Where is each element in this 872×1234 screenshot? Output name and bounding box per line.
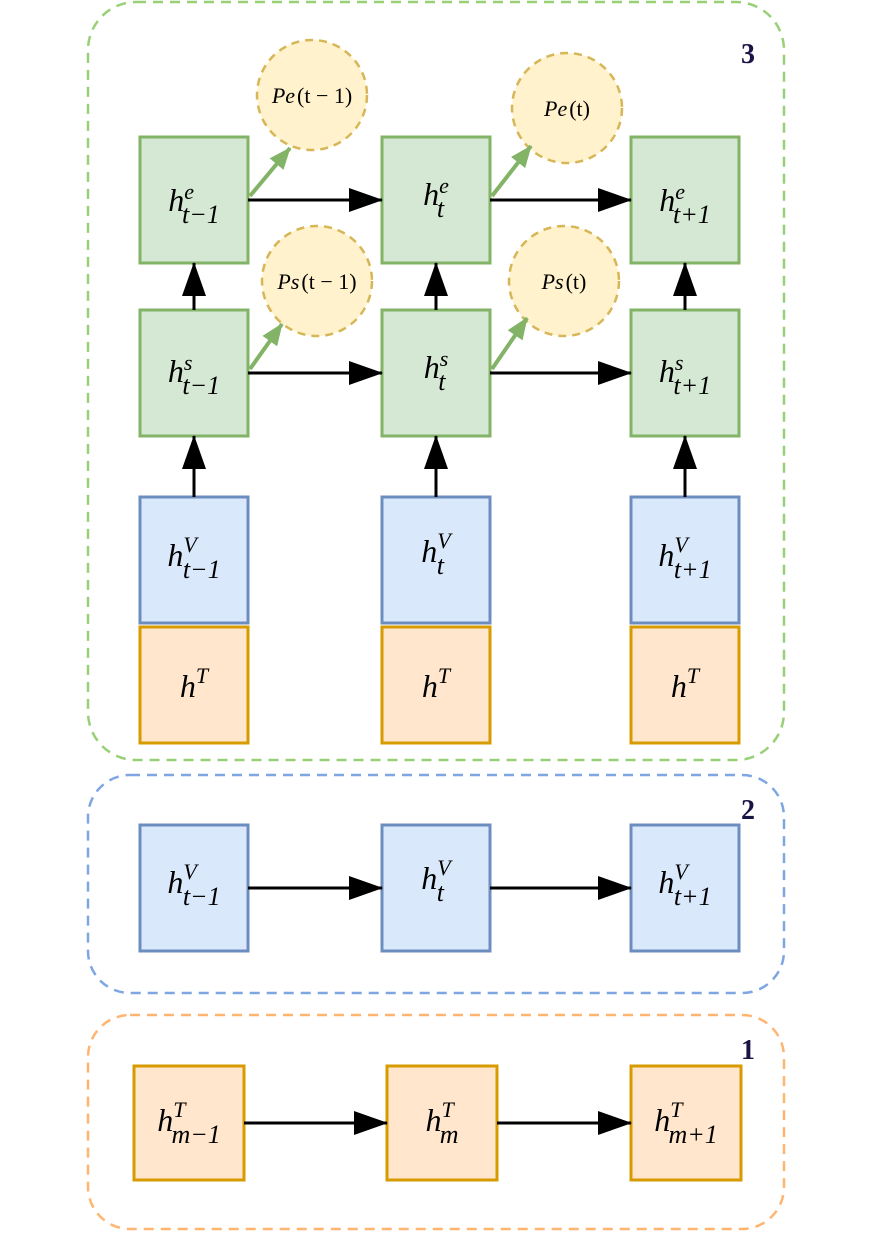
group-1-container	[86, 1013, 786, 1231]
svg-text:hVt: hVt	[421, 855, 453, 907]
ps-arg: (t)	[566, 269, 587, 294]
svg-text:Pe(t): Pe(t)	[543, 96, 590, 121]
group-1-number: 1	[741, 1035, 755, 1066]
svg-text:hVt−1: hVt−1	[167, 532, 220, 584]
svg-text:hVt+1: hVt+1	[658, 859, 711, 911]
svg-text:hTm−1: hTm−1	[157, 1097, 221, 1149]
svg-text:hT: hT	[671, 663, 701, 704]
svg-text:hTm+1: hTm+1	[654, 1097, 718, 1149]
svg-text:het−1: het−1	[168, 179, 220, 229]
group-2-number: 2	[741, 795, 755, 826]
svg-text:Ps(t): Ps(t)	[541, 269, 587, 294]
group-3-container	[86, 0, 786, 762]
arrow-he-to-pe-1	[248, 146, 292, 198]
pe-arg: (t − 1)	[297, 83, 352, 108]
pe-name: Pe	[271, 83, 295, 108]
pe-name: Pe	[543, 96, 567, 121]
arrow-hs-to-ps-2	[490, 316, 529, 371]
pe-circle-t-1: Pe(t − 1)	[255, 38, 369, 152]
svg-text:het: het	[423, 173, 449, 223]
ps-name: Ps	[276, 269, 299, 294]
ht-box-t-1: hT	[138, 625, 250, 745]
svg-text:het+1: het+1	[659, 179, 711, 229]
group-3-number: 3	[741, 39, 755, 70]
ps-name: Ps	[541, 269, 564, 294]
pe-arg: (t)	[569, 96, 590, 121]
ht-box-t: hT	[380, 625, 492, 745]
svg-text:hVt: hVt	[421, 528, 453, 580]
svg-text:hVt−1: hVt−1	[167, 859, 220, 911]
svg-text:hT: hT	[180, 663, 210, 704]
ht-box-t-plus-1: hT	[629, 625, 741, 745]
ps-circle-t-1: Ps(t − 1)	[260, 224, 374, 338]
svg-text:Pe(t − 1): Pe(t − 1)	[271, 83, 352, 108]
group-2-container	[86, 773, 786, 995]
arrow-he-to-pe-2	[490, 144, 533, 198]
svg-text:hst+1: hst+1	[659, 350, 711, 400]
svg-text:Ps(t − 1): Ps(t − 1)	[276, 269, 356, 294]
pe-circle-t: Pe(t)	[510, 51, 624, 165]
svg-text:hT: hT	[422, 663, 452, 704]
svg-text:hst: hst	[424, 346, 449, 396]
svg-text:hTm: hTm	[425, 1097, 458, 1149]
ps-circle-t: Ps(t)	[507, 224, 621, 338]
svg-text:hst−1: hst−1	[168, 350, 220, 400]
ps-arg: (t − 1)	[301, 269, 356, 294]
svg-text:hVt+1: hVt+1	[658, 532, 711, 584]
arrow-hs-to-ps-1	[248, 322, 284, 371]
